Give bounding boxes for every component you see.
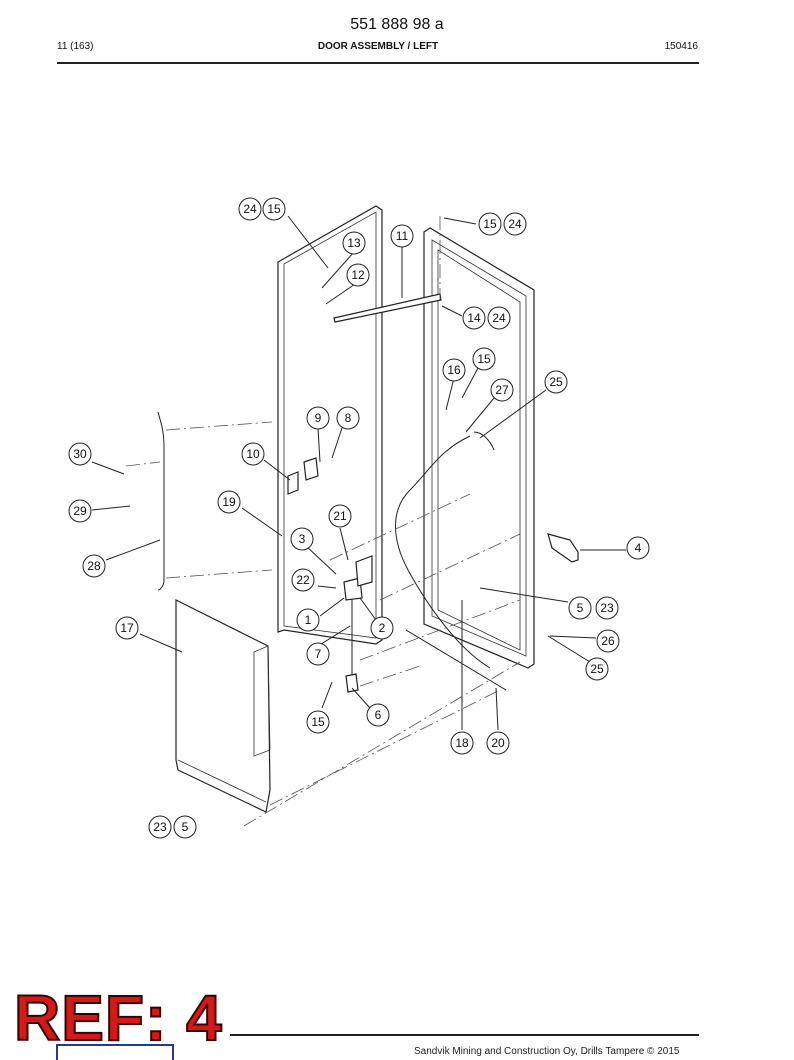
svg-text:10: 10 bbox=[246, 447, 260, 461]
svg-text:1: 1 bbox=[305, 613, 312, 627]
header-rule bbox=[57, 62, 699, 64]
svg-text:2: 2 bbox=[379, 621, 386, 635]
svg-text:19: 19 bbox=[222, 495, 236, 509]
svg-text:24: 24 bbox=[492, 311, 506, 325]
callout-6: 6 bbox=[366, 703, 390, 727]
callout-7: 7 bbox=[306, 642, 330, 666]
reference-stamp: REF: 4 bbox=[13, 982, 223, 1054]
svg-text:15: 15 bbox=[311, 715, 325, 729]
callout-11: 11 bbox=[390, 224, 414, 248]
page-title: DOOR ASSEMBLY / LEFT bbox=[317, 41, 439, 52]
svg-text:5: 5 bbox=[182, 820, 189, 834]
tube-handle bbox=[395, 435, 491, 669]
svg-text:28: 28 bbox=[87, 559, 101, 573]
callout-10: 10 bbox=[241, 442, 265, 466]
svg-text:24: 24 bbox=[243, 202, 257, 216]
callout-29: 29 bbox=[68, 499, 92, 523]
company-logo bbox=[56, 1044, 174, 1060]
callout-4: 4 bbox=[626, 536, 650, 560]
svg-text:6: 6 bbox=[375, 708, 382, 722]
svg-text:4: 4 bbox=[635, 541, 642, 555]
svg-text:11: 11 bbox=[396, 229, 409, 243]
bracket bbox=[547, 533, 579, 563]
callout-2: 2 bbox=[370, 616, 394, 640]
svg-text:27: 27 bbox=[495, 383, 509, 397]
svg-text:3: 3 bbox=[299, 532, 306, 546]
leader-lines bbox=[91, 215, 626, 731]
callout-25-top: 25 bbox=[544, 370, 568, 394]
gas-strut bbox=[333, 293, 442, 323]
callout-9: 9 bbox=[306, 406, 330, 430]
svg-text:29: 29 bbox=[73, 504, 87, 518]
svg-text:15: 15 bbox=[483, 217, 497, 231]
svg-text:24: 24 bbox=[508, 217, 522, 231]
callout-15-bottom: 15 bbox=[306, 710, 330, 734]
callout-21: 21 bbox=[328, 504, 352, 528]
svg-text:26: 26 bbox=[601, 634, 615, 648]
svg-text:25: 25 bbox=[549, 375, 563, 389]
svg-text:21: 21 bbox=[333, 509, 347, 523]
callout-30: 30 bbox=[68, 442, 92, 466]
callout-27: 27 bbox=[490, 378, 514, 402]
svg-text:18: 18 bbox=[455, 736, 469, 750]
callout-14: 14 bbox=[462, 306, 486, 330]
svg-text:7: 7 bbox=[315, 647, 322, 661]
callout-17: 17 bbox=[115, 616, 139, 640]
svg-text:30: 30 bbox=[73, 447, 87, 461]
svg-text:22: 22 bbox=[296, 573, 310, 587]
bottom-rod bbox=[405, 629, 507, 691]
svg-text:5: 5 bbox=[577, 601, 584, 615]
footer-copyright: Sandvik Mining and Construction Oy, Dril… bbox=[414, 1046, 680, 1057]
callout-24-top: 24 bbox=[238, 197, 262, 221]
svg-text:12: 12 bbox=[351, 268, 365, 282]
bottom-plate bbox=[175, 599, 271, 813]
svg-text:9: 9 bbox=[315, 411, 322, 425]
svg-text:25: 25 bbox=[590, 662, 604, 676]
svg-text:20: 20 bbox=[491, 736, 505, 750]
callout-23-right: 23 bbox=[595, 596, 619, 620]
callout-13: 13 bbox=[342, 231, 366, 255]
svg-text:15: 15 bbox=[477, 352, 491, 366]
callout-3: 3 bbox=[290, 527, 314, 551]
callout-22: 22 bbox=[291, 568, 315, 592]
callout-15-top: 15 bbox=[262, 197, 286, 221]
callout-20: 20 bbox=[486, 731, 510, 755]
callout-24-right-top: 24 bbox=[503, 212, 527, 236]
callout-24-mid: 24 bbox=[487, 306, 511, 330]
callout-25-bottom: 25 bbox=[585, 657, 609, 681]
callout-26: 26 bbox=[596, 629, 620, 653]
callout-8: 8 bbox=[336, 406, 360, 430]
footer-rule bbox=[230, 1034, 699, 1036]
callout-18: 18 bbox=[450, 731, 474, 755]
callout-16: 16 bbox=[442, 358, 466, 382]
callout-5-bottom: 5 bbox=[173, 815, 197, 839]
callout-28: 28 bbox=[82, 554, 106, 578]
svg-text:23: 23 bbox=[153, 820, 167, 834]
door-frame-right bbox=[423, 227, 535, 669]
callout-23-bottom: 23 bbox=[148, 815, 172, 839]
svg-text:15: 15 bbox=[267, 202, 281, 216]
callout-5-right: 5 bbox=[568, 596, 592, 620]
svg-text:23: 23 bbox=[600, 601, 614, 615]
svg-text:14: 14 bbox=[467, 311, 481, 325]
callout-15-right-top: 15 bbox=[478, 212, 502, 236]
document-code: 150416 bbox=[664, 41, 698, 52]
doc-number: 551 888 98 a bbox=[350, 16, 444, 33]
side-handle bbox=[157, 411, 165, 591]
callout-12: 12 bbox=[346, 263, 370, 287]
callout-bubbles: 24 15 15 24 13 11 12 14 24 15 16 27 25 9… bbox=[68, 197, 650, 839]
page-indicator: 11 (163) bbox=[57, 41, 94, 52]
explosion-lines bbox=[125, 216, 521, 827]
callout-15-mid: 15 bbox=[472, 347, 496, 371]
svg-text:8: 8 bbox=[345, 411, 352, 425]
callout-1: 1 bbox=[296, 608, 320, 632]
svg-text:16: 16 bbox=[447, 363, 461, 377]
svg-text:17: 17 bbox=[120, 621, 134, 635]
callout-19: 19 bbox=[217, 490, 241, 514]
svg-text:13: 13 bbox=[347, 236, 361, 250]
